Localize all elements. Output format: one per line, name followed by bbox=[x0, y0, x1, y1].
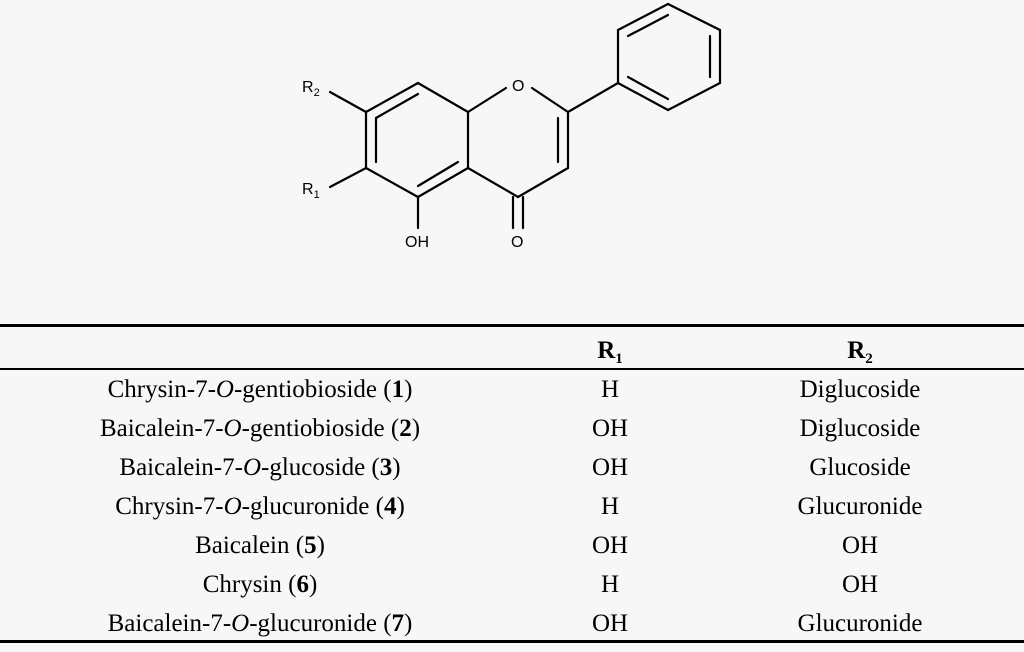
r2-label: R2 bbox=[302, 79, 320, 99]
bond bbox=[666, 2, 722, 32]
compound-name-cell: Baicalein-7-O-glucoside (3) bbox=[119, 454, 401, 481]
compound-name-cell: Baicalein-7-O-gentiobioside (2) bbox=[99, 415, 421, 442]
flavone-structure-diagram: R2 R1 OH O O bbox=[302, 2, 722, 251]
bond bbox=[666, 81, 722, 112]
bond bbox=[364, 81, 420, 114]
bond bbox=[416, 81, 470, 114]
r2-value-cell: Glucuronide bbox=[797, 610, 923, 637]
bond bbox=[530, 86, 570, 114]
header-r2: R2 bbox=[847, 337, 873, 367]
compound-name-cell: Baicalein (5) bbox=[195, 532, 325, 559]
table-bottom-rule bbox=[0, 640, 1024, 643]
bond bbox=[466, 86, 508, 114]
double-bond-inner bbox=[626, 13, 670, 38]
bond bbox=[616, 2, 670, 32]
bond bbox=[416, 166, 470, 199]
r2-value-cell: Diglucoside bbox=[799, 415, 921, 442]
r1-value-cell: OH bbox=[591, 415, 629, 442]
bond bbox=[364, 166, 420, 199]
double-bond-inner bbox=[374, 92, 420, 120]
r2-value-cell: Glucuronide bbox=[797, 493, 923, 520]
bond bbox=[466, 166, 520, 199]
r1-value-cell: OH bbox=[591, 610, 629, 637]
compound-name-cell: Chrysin (6) bbox=[202, 571, 318, 598]
table-header-rule bbox=[0, 368, 1024, 370]
r1-label: R1 bbox=[302, 181, 320, 201]
r1-value-cell: H bbox=[600, 493, 620, 520]
r1-value-cell: OH bbox=[591, 454, 629, 481]
r1-value-cell: H bbox=[600, 571, 620, 598]
r2-bond bbox=[328, 90, 368, 114]
oh-label: OH bbox=[405, 234, 429, 251]
compound-name-cell: Chrysin-7-O-gentiobioside (1) bbox=[107, 376, 413, 403]
double-bond-inner bbox=[416, 160, 460, 188]
bond bbox=[566, 81, 620, 114]
ring-oxygen-label: O bbox=[512, 78, 524, 95]
table-top-rule bbox=[0, 324, 1024, 327]
compound-name-cell: Baicalein-7-O-glucuronide (7) bbox=[107, 610, 413, 637]
bond bbox=[516, 166, 570, 199]
carbonyl-oxygen-label: O bbox=[511, 234, 523, 251]
r2-value-cell: Glucoside bbox=[809, 454, 911, 481]
r2-value-cell: OH bbox=[841, 532, 879, 559]
header-r1: R1 bbox=[597, 337, 623, 367]
r1-bond bbox=[328, 166, 368, 189]
r1-value-cell: OH bbox=[591, 532, 629, 559]
r2-value-cell: OH bbox=[841, 571, 879, 598]
double-bond-inner bbox=[626, 75, 670, 101]
compound-name-cell: Chrysin-7-O-glucuronide (4) bbox=[115, 493, 405, 520]
r2-value-cell: Diglucoside bbox=[799, 376, 921, 403]
bond bbox=[616, 81, 670, 112]
r1-value-cell: H bbox=[600, 376, 620, 403]
